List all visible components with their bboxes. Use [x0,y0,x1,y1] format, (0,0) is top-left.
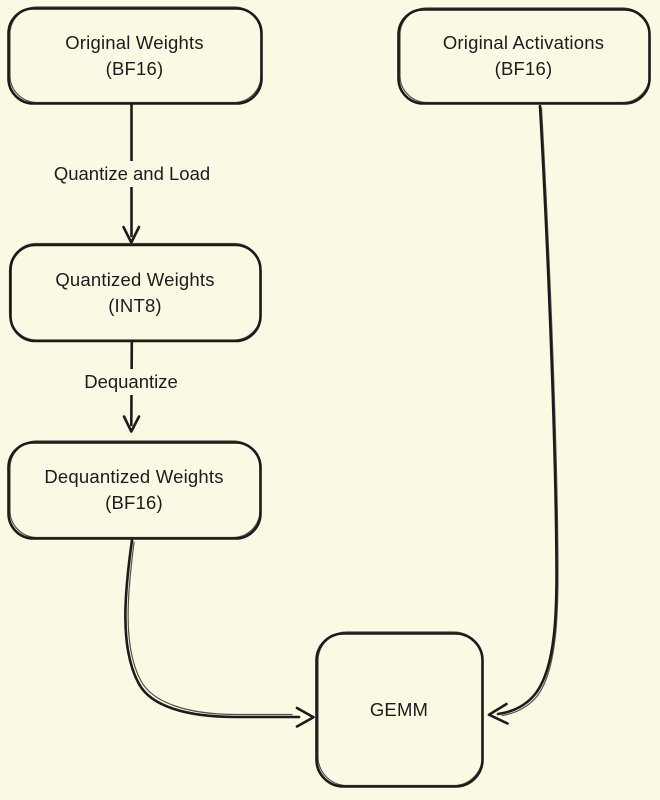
edge-dequantize [122,340,141,433]
arrowhead-down-icon [122,415,141,433]
node-gemm-box [315,631,484,788]
node-original-activations-box [397,7,651,105]
node-quantized-weights-box [8,242,262,343]
arrowhead-left-icon [487,702,509,725]
edge-activations-to-gemm [487,104,559,725]
arrowhead-down-icon [122,225,141,244]
node-original-weights-box [7,6,263,105]
node-dequantized-weights-box [7,440,262,540]
edge-quantize-and-load [122,102,141,244]
arrowhead-right-icon [295,706,315,728]
edge-dequantized-to-gemm [124,538,315,728]
